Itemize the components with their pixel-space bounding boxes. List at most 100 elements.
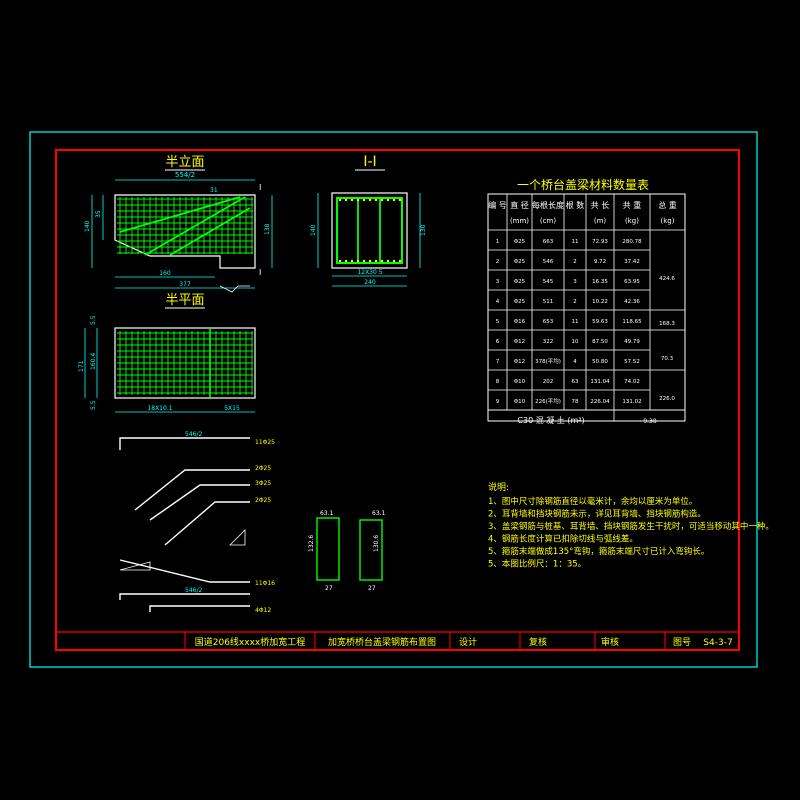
stirrup-a-dim: 63.1 — [320, 510, 334, 517]
stirrup2-w-dim: 27 — [368, 585, 376, 592]
elev-bottom-inner: 160 — [159, 270, 171, 277]
table-cell: Φ25 — [514, 239, 526, 245]
table-header-unit: (kg) — [625, 217, 639, 225]
table-header: 编 号 — [488, 200, 507, 210]
stirrup-w-dim: 27 — [325, 585, 333, 592]
section-mark-top: I — [259, 183, 261, 192]
plan-left-total: 171 — [78, 360, 85, 372]
table-cell: 42.36 — [624, 299, 640, 305]
table-cell: 63 — [572, 379, 579, 385]
table-cell: 10 — [572, 339, 579, 345]
plan-rebar-grid — [117, 331, 253, 395]
project-name: 国道206线xxxx桥加宽工程 — [195, 636, 305, 648]
stirrup2-b-dim: 130.6 — [373, 535, 380, 552]
table-cell: 2 — [496, 259, 500, 265]
table-cell: 280.78 — [622, 239, 642, 245]
table-header-unit: (m) — [594, 217, 607, 225]
bar-details: 546/2 11Φ25 2Φ25 3Φ25 2Φ25 11Φ16 546/2 4… — [119, 431, 386, 614]
sheet-number: S4-3-7 — [703, 638, 732, 648]
elevation-outline — [114, 194, 256, 269]
concrete-value: 9.38 — [643, 418, 657, 425]
note-item: 5、本图比例尺：1：35。 — [488, 559, 586, 570]
plan-left-a: 5.5 — [90, 315, 97, 325]
table-cell: 59.63 — [592, 319, 608, 325]
bar1-label: 11Φ25 — [255, 439, 275, 446]
table-header: 根 数 — [566, 200, 585, 210]
table-cell: Φ25 — [514, 279, 526, 285]
table-cell: 87.50 — [592, 339, 608, 345]
table-header-unit: (cm) — [540, 217, 556, 225]
table-cell: 131.04 — [590, 379, 610, 385]
table-cell: 74.02 — [624, 379, 640, 385]
section-stirrup — [336, 197, 403, 264]
elev-top-dim: 554/2 — [175, 171, 195, 179]
quantity-table: 一个桥台盖梁材料数量表 编 号直 径(mm)每根长度(cm)根 数共 长(m)共… — [487, 177, 686, 425]
table-cell: 9.72 — [594, 259, 606, 265]
table-cell: 2 — [573, 259, 577, 265]
table-header-unit: (kg) — [661, 217, 675, 225]
elev-right-total: 138 — [264, 223, 271, 235]
table-total: 424.6 — [659, 276, 675, 282]
table-cell: 4 — [573, 359, 577, 365]
elev-left-total: 140 — [84, 220, 91, 232]
table-header: 总 重 — [658, 200, 677, 210]
section-bottom-inner: 12X30 5 — [357, 269, 382, 276]
note-item: 2、耳背墙和挡块钢筋未示，详见耳背墙、挡块钢筋构造。 — [488, 509, 706, 520]
table-cell: 72.93 — [592, 239, 608, 245]
table-total: 70.3 — [661, 356, 674, 362]
table-cell: 57.52 — [624, 359, 640, 365]
bar5-label: 11Φ16 — [255, 580, 275, 587]
table-cell: Φ25 — [514, 299, 526, 305]
stirrup-b-dim: 132.6 — [308, 535, 315, 552]
elevation-title: 半立面 — [165, 155, 204, 170]
table-cell: 7 — [496, 359, 500, 365]
table-header: 共 长 — [591, 200, 610, 210]
table-cell: 49.79 — [624, 339, 640, 345]
elevation-rebar-grid — [117, 197, 253, 254]
table-cell: 131.02 — [622, 399, 641, 405]
table-cell: 37.42 — [624, 259, 640, 265]
elev-bottom-total: 377 — [179, 281, 191, 288]
table-cell: Φ25 — [514, 259, 526, 265]
table-cell: 202 — [543, 379, 554, 385]
drawing-name: 加宽桥桥台盖梁钢筋布置图 — [328, 636, 436, 648]
note-item: 4、钢筋长度计算已扣除切线与弧线差。 — [488, 534, 638, 545]
stirrup2-a-dim: 63.1 — [372, 510, 386, 517]
table-cell: 1 — [496, 239, 500, 245]
bar1-top-dim: 546/2 — [185, 431, 202, 438]
table-cell: 3 — [496, 279, 500, 285]
table-cell: Φ10 — [514, 399, 526, 405]
sheet-label: 图号 — [673, 637, 691, 648]
note-item: 1、图中尺寸除钢筋直径以毫米计，余均以厘米为单位。 — [488, 496, 697, 507]
table-cell: 546 — [543, 259, 554, 265]
table-cell: Φ12 — [514, 359, 525, 365]
table-cell: 4 — [496, 299, 500, 305]
table-cell: 511 — [543, 299, 554, 305]
table-cell: 6 — [496, 339, 500, 345]
elevation-view: 半立面 554/2 31 35 140 138 I I 160 377 — [84, 155, 273, 293]
table-cell: 78 — [572, 399, 579, 405]
table-cell: 63.95 — [624, 279, 640, 285]
section-bottom-total: 240 — [364, 279, 376, 286]
table-cell: 10.22 — [592, 299, 608, 305]
table-cell: Φ10 — [514, 379, 526, 385]
table-cell: 11 — [572, 239, 579, 245]
table-header: 每根长度 — [532, 200, 564, 210]
section-bar-dots — [338, 198, 402, 263]
table-cell: 2 — [573, 299, 577, 305]
elev-bar31: 31 — [210, 187, 218, 194]
section-right-dim: 130 — [420, 224, 427, 236]
table-cell: 11 — [572, 319, 579, 325]
design-label: 设计 — [459, 636, 477, 648]
table-header-unit: (mm) — [510, 217, 529, 225]
table-header: 直 径 — [510, 200, 529, 210]
section-mark-bottom: I — [259, 268, 261, 277]
notes: 说明: 1、图中尺寸除钢筋直径以毫米计，余均以厘米为单位。 2、耳背墙和挡块钢筋未… — [488, 481, 774, 570]
table-cell: 50.80 — [592, 359, 608, 365]
table-total: 226.0 — [659, 396, 675, 402]
table-title: 一个桥台盖梁材料数量表 — [517, 177, 649, 192]
elev-left-top: 35 — [95, 210, 102, 218]
notes-title: 说明: — [488, 481, 509, 493]
table-cell: 226(平均) — [535, 397, 561, 405]
